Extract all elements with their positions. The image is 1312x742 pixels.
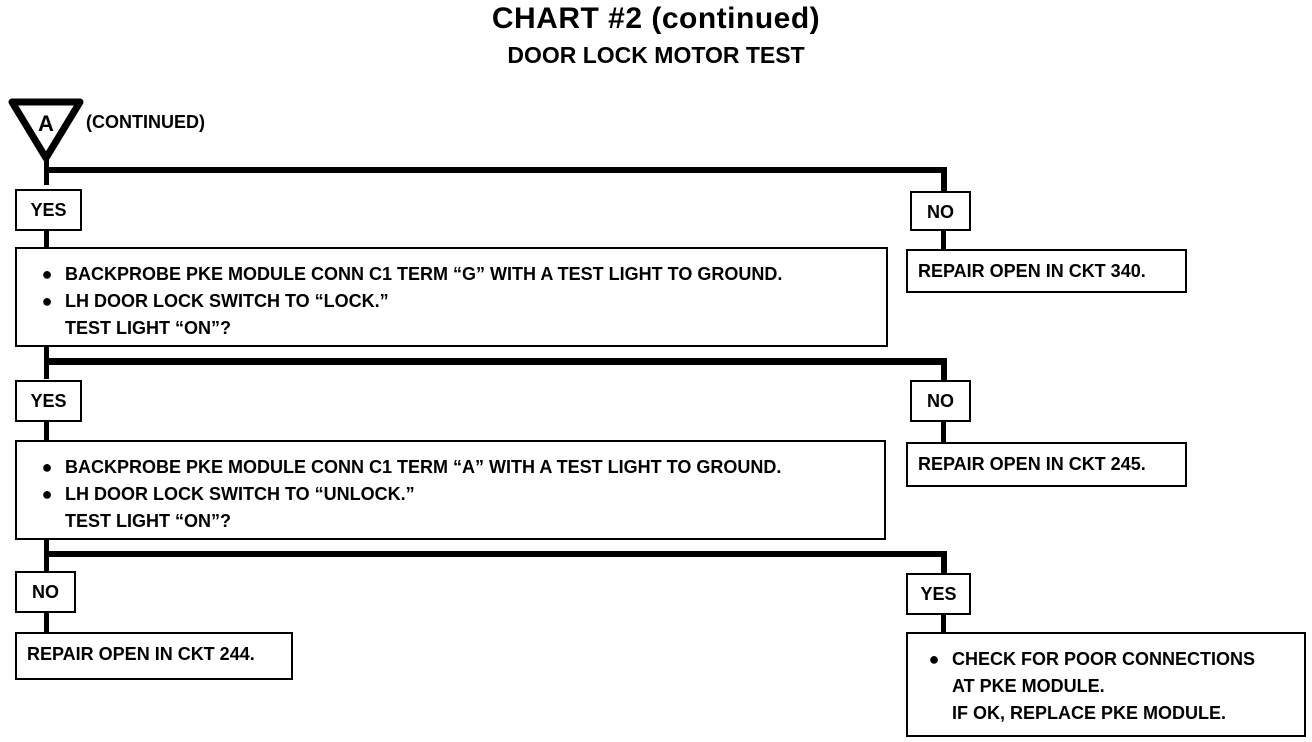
step1-yes-label: YES <box>15 189 82 231</box>
chart-subtitle: DOOR LOCK MOTOR TEST <box>507 42 805 68</box>
flow-line <box>44 420 49 442</box>
step3-no-label: NO <box>15 571 76 613</box>
step2-instruction-1: BACKPROBE PKE MODULE CONN C1 TERM “A” WI… <box>65 457 782 477</box>
step1-instruction-1: BACKPROBE PKE MODULE CONN C1 TERM “G” WI… <box>65 264 783 284</box>
step2-no-label: NO <box>910 380 971 422</box>
step2-test-box: ● BACKPROBE PKE MODULE CONN C1 TERM “A” W… <box>15 440 886 540</box>
bullet-icon: ● <box>928 649 940 669</box>
flow-line <box>941 229 946 251</box>
step1-question: TEST LIGHT “ON”? <box>65 318 231 338</box>
continued-label: (CONTINUED) <box>86 112 205 132</box>
chart-title: CHART #2 (continued) <box>491 2 821 35</box>
step2-question: TEST LIGHT “ON”? <box>65 511 231 531</box>
bullet-icon: ● <box>41 264 53 284</box>
step3-no-result: REPAIR OPEN IN CKT 244. <box>15 632 293 680</box>
step1-instruction-2: LH DOOR LOCK SWITCH TO “LOCK.” <box>65 291 389 311</box>
flow-line <box>941 612 946 634</box>
step1-test-box: ● BACKPROBE PKE MODULE CONN C1 TERM “G” W… <box>15 247 888 347</box>
branch-line <box>44 551 947 557</box>
flow-line <box>941 551 947 573</box>
flow-line <box>44 229 49 249</box>
step1-no-label: NO <box>910 191 971 231</box>
flow-line <box>44 610 49 634</box>
flow-line <box>941 358 947 380</box>
bullet-icon: ● <box>41 291 53 311</box>
branch-line <box>44 358 947 365</box>
step3-yes-label: YES <box>906 573 971 615</box>
connector-letter: A <box>38 111 54 136</box>
step3-yes-line-1: CHECK FOR POOR CONNECTIONS <box>952 649 1256 669</box>
step3-yes-line-2: AT PKE MODULE. <box>952 676 1105 696</box>
branch-line <box>44 167 947 173</box>
step3-yes-result: ● CHECK FOR POOR CONNECTIONS AT PKE MODUL… <box>906 632 1306 737</box>
bullet-icon: ● <box>41 457 53 477</box>
step3-yes-line-3: IF OK, REPLACE PKE MODULE. <box>952 703 1227 723</box>
bullet-icon: ● <box>41 484 53 504</box>
flow-line <box>941 420 946 444</box>
flow-line <box>941 167 947 193</box>
step1-no-result: REPAIR OPEN IN CKT 340. <box>906 249 1187 293</box>
continuation-connector-icon: A <box>8 98 84 162</box>
step2-instruction-2: LH DOOR LOCK SWITCH TO “UNLOCK.” <box>65 484 415 504</box>
step2-yes-label: YES <box>15 380 82 422</box>
step2-no-result: REPAIR OPEN IN CKT 245. <box>906 442 1187 487</box>
